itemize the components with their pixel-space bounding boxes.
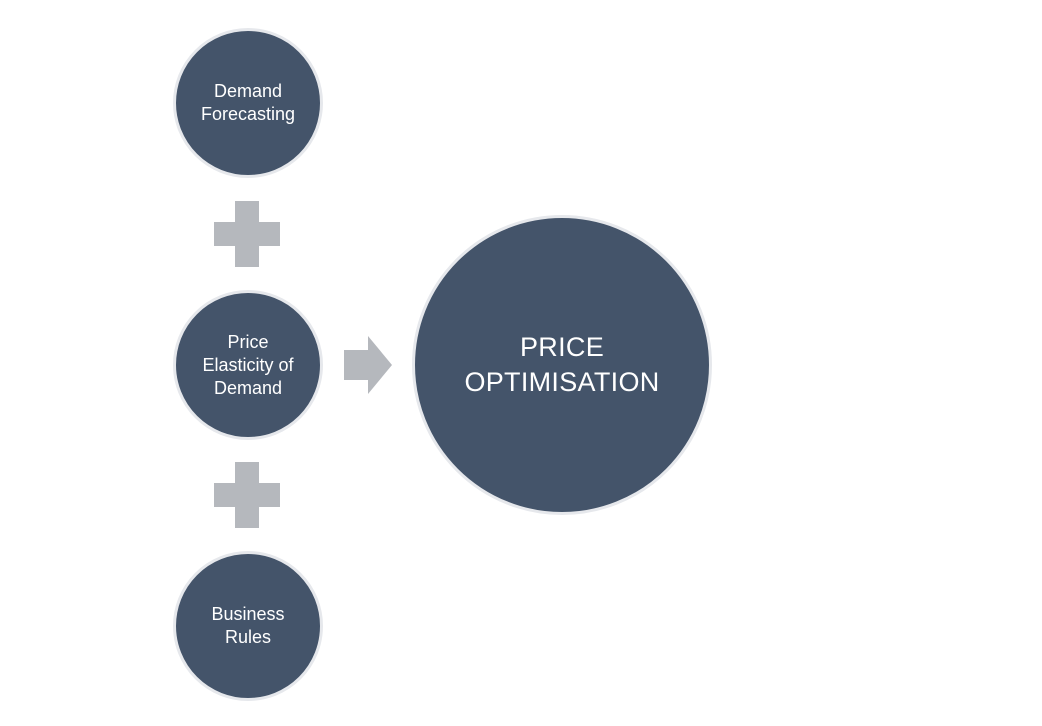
- plus-icon: [214, 462, 280, 528]
- business-rules-label: Business Rules: [211, 604, 285, 647]
- business-rules-node: Business Rules: [173, 551, 323, 701]
- price-optimisation-node: PRICE OPTIMISATION: [412, 215, 712, 515]
- price-optimisation-label: PRICE OPTIMISATION: [464, 332, 660, 397]
- demand-forecasting-node: Demand Forecasting: [173, 28, 323, 178]
- price-elasticity-label: Price Elasticity of Demand: [202, 331, 294, 398]
- plus-icon: [214, 201, 280, 267]
- price-elasticity-node: Price Elasticity of Demand: [173, 290, 323, 440]
- arrow-right-icon: [344, 336, 392, 394]
- demand-forecasting-label: Demand Forecasting: [200, 81, 296, 124]
